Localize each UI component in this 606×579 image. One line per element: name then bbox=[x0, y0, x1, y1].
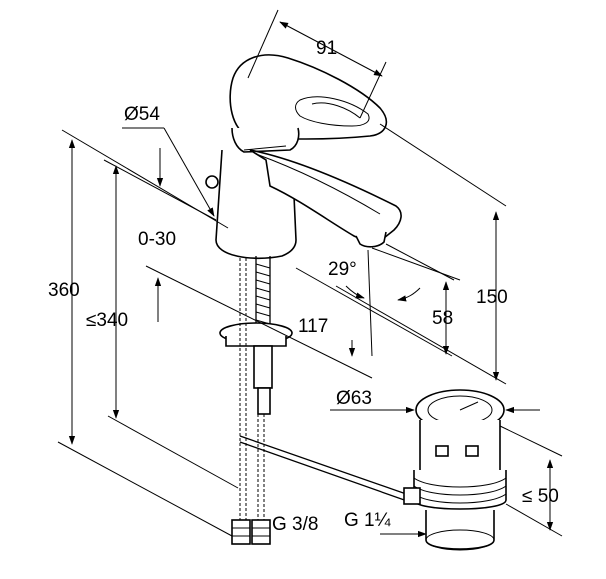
supply-hoses bbox=[231, 258, 271, 545]
label-supply-thread: G 3/8 bbox=[272, 514, 318, 535]
waste-fitting bbox=[403, 389, 507, 551]
label-spout-height: 150 bbox=[476, 287, 508, 308]
dim-under-counter: ≤340 bbox=[86, 159, 239, 489]
dim-spout-reach: 91 bbox=[247, 9, 387, 119]
dim-spout-offset: 117 bbox=[145, 265, 373, 379]
mounting-stud bbox=[219, 256, 293, 415]
label-spout-offset: 117 bbox=[298, 316, 328, 337]
label-outlet-height: 58 bbox=[432, 308, 453, 329]
dim-total-height: 360 bbox=[48, 129, 233, 537]
faucet-body bbox=[205, 54, 402, 260]
label-total-height: 360 bbox=[48, 280, 80, 301]
popup-rod bbox=[239, 435, 413, 503]
label-body-diameter: Ø54 bbox=[124, 104, 160, 125]
dim-body-diameter: Ø54 bbox=[122, 104, 215, 217]
dim-waste-height: ≤ 50 bbox=[499, 425, 563, 537]
label-spout-angle: 29° bbox=[328, 259, 357, 280]
label-waste-height: ≤ 50 bbox=[522, 486, 559, 507]
label-under-counter: ≤340 bbox=[86, 310, 128, 331]
label-lever-range: 0-30 bbox=[138, 229, 176, 250]
dim-waste-diameter: Ø63 bbox=[330, 388, 540, 414]
dim-spout-angle: 29° bbox=[328, 247, 461, 357]
label-waste-diameter: Ø63 bbox=[336, 388, 372, 409]
label-spout-reach: 91 bbox=[316, 38, 337, 59]
dim-outlet-height: 58 bbox=[295, 243, 455, 357]
thread-labels: G 3/8 G 1¼ bbox=[272, 510, 427, 538]
label-waste-thread: G 1¼ bbox=[344, 510, 392, 531]
dim-spout-height: 150 bbox=[335, 123, 508, 385]
